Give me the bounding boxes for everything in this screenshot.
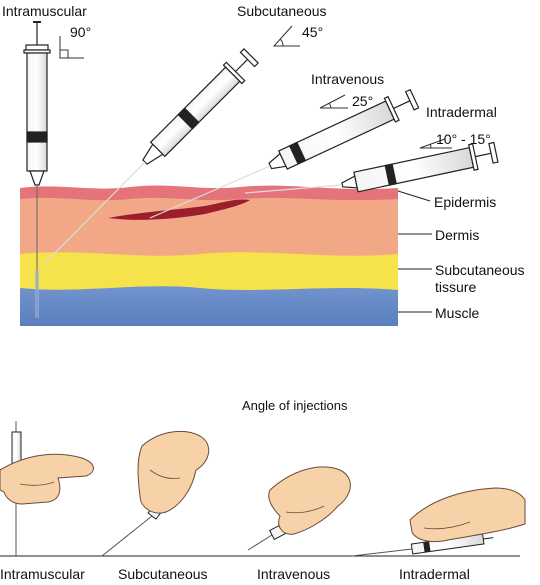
subcutaneous-layer xyxy=(20,250,398,290)
bottom-label-intravenous: Intravenous xyxy=(257,566,331,582)
muscle-label: Muscle xyxy=(435,305,480,321)
subcutaneous-angle-label: 45° xyxy=(302,24,324,40)
epidermis-label: Epidermis xyxy=(434,194,497,210)
section-title: Angle of injections xyxy=(242,398,348,413)
angle-icon-90 xyxy=(59,36,84,59)
angle-icon-25 xyxy=(319,94,348,109)
subcutaneous-label: Subcutaneous xyxy=(237,3,327,19)
skin-cross-section xyxy=(20,185,398,326)
intradermal-label: Intradermal xyxy=(426,104,497,120)
subcutaneous-tissue-label-line2: tissure xyxy=(435,279,477,295)
subcutaneous-needle xyxy=(43,161,146,265)
bottom-intravenous-illustration xyxy=(222,466,365,557)
bottom-label-intramuscular: Intramuscular xyxy=(0,566,85,582)
bottom-label-subcutaneous: Subcutaneous xyxy=(118,566,208,582)
dermis-label: Dermis xyxy=(435,227,480,243)
bottom-intradermal-illustration xyxy=(351,487,526,557)
intravenous-needle xyxy=(149,165,271,219)
dermis-layer xyxy=(20,194,398,256)
intramuscular-label: Intramuscular xyxy=(2,3,87,19)
layer-leader-lines xyxy=(397,190,432,313)
bottom-label-intradermal: Intradermal xyxy=(399,566,470,582)
intravenous-angle-label: 25° xyxy=(352,93,374,109)
intramuscular-angle-label: 90° xyxy=(70,24,92,40)
angle-icon-10-15 xyxy=(419,138,452,149)
intradermal-angle-label: 10° - 15° xyxy=(436,131,491,147)
bottom-intramuscular-illustration xyxy=(0,421,100,557)
intradermal-syringe xyxy=(341,141,499,193)
subcutaneous-syringe xyxy=(142,48,259,165)
intravenous-syringe xyxy=(268,88,420,170)
bottom-subcutaneous-illustration xyxy=(100,430,225,557)
vein xyxy=(108,199,250,220)
angle-icon-45 xyxy=(272,25,300,47)
intravenous-label: Intravenous xyxy=(311,71,385,87)
subcutaneous-tissue-label-line1: Subcutaneous xyxy=(435,262,525,278)
intradermal-needle xyxy=(244,184,343,194)
